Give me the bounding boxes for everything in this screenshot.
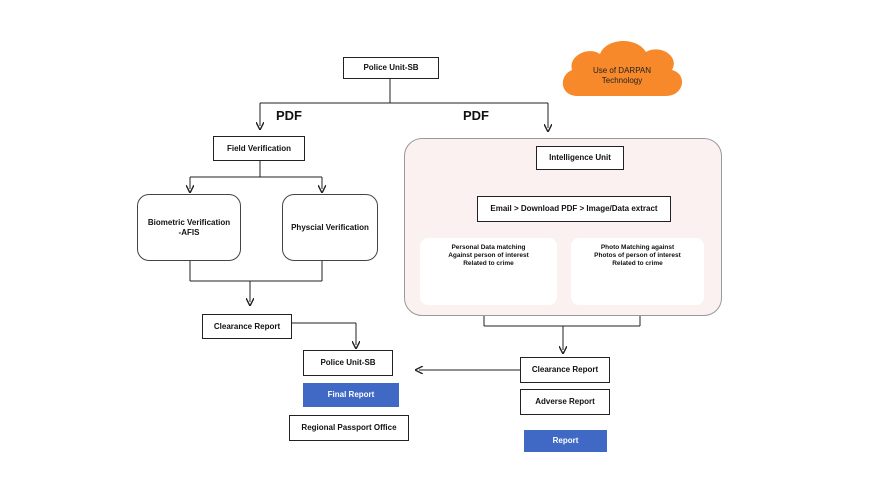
- biometric-verification-box: Biometric Verification -AFIS: [137, 194, 241, 261]
- adverse-report-box: Adverse Report: [520, 389, 610, 415]
- police-unit-sb-bottom: Police Unit-SB: [303, 350, 393, 376]
- field-verification-box: Field Verification: [213, 136, 305, 161]
- cloud-label: Use of DARPAN Technology: [592, 66, 652, 85]
- police-unit-sb-top: Police Unit-SB: [343, 57, 439, 79]
- intelligence-unit-box: Intelligence Unit: [536, 146, 624, 170]
- physical-verification-box: Physcial Verification: [282, 194, 378, 261]
- clearance-report-left: Clearance Report: [202, 314, 292, 339]
- report-box: Report: [524, 430, 607, 452]
- personal-data-matching-text: Personal Data matching Against person of…: [448, 244, 529, 268]
- pdf-label-right: PDF: [463, 108, 489, 123]
- email-download-box: Email > Download PDF > Image/Data extrac…: [477, 196, 671, 222]
- personal-data-matching-card: Personal Data matching Against person of…: [420, 238, 557, 305]
- photo-matching-card: Photo Matching against Photos of person …: [571, 238, 704, 305]
- cloud-shape: [562, 40, 683, 96]
- photo-matching-text: Photo Matching against Photos of person …: [594, 244, 681, 268]
- regional-passport-office-box: Regional Passport Office: [289, 415, 409, 441]
- final-report-box: Final Report: [303, 383, 399, 407]
- clearance-report-right: Clearance Report: [520, 357, 610, 383]
- pdf-label-left: PDF: [276, 108, 302, 123]
